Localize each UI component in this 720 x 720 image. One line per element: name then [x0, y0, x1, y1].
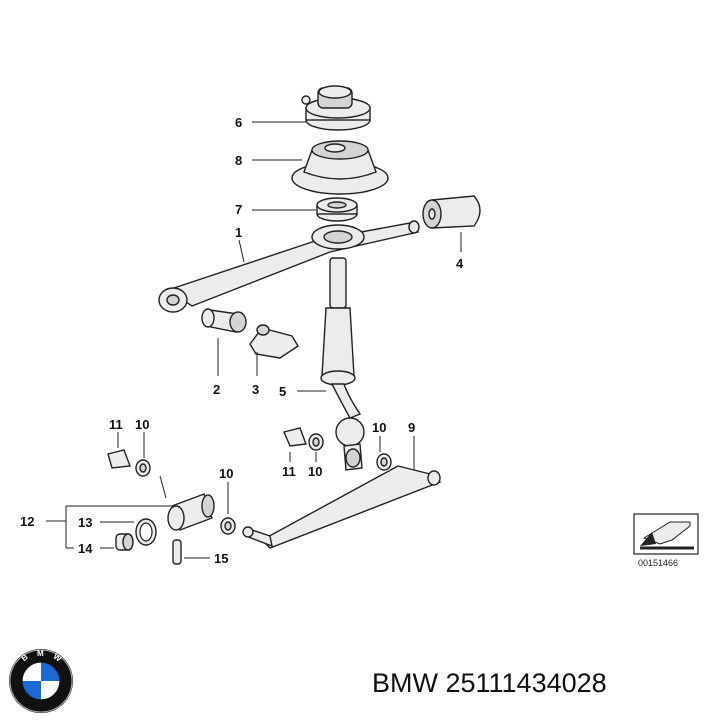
callout-9: 9 [408, 420, 415, 435]
callout-10-rod: 10 [372, 420, 386, 435]
part-10-washer-joint [220, 517, 236, 535]
callout-11-left: 11 [109, 417, 123, 432]
callout-10-left: 10 [135, 417, 149, 432]
bmw-logo: B M W [9, 649, 73, 713]
callout-14: 14 [78, 541, 93, 556]
part-13-ring [135, 518, 157, 546]
callout-10-right: 10 [308, 464, 322, 479]
part-1-lever [158, 220, 420, 313]
callout-12: 12 [20, 514, 34, 529]
reference-box [633, 513, 699, 555]
part-number-caption: BMW 25111434028 [372, 668, 607, 698]
svg-text:W: W [52, 652, 64, 664]
callout-10-joint: 10 [219, 466, 233, 481]
part-3-clip [249, 324, 299, 359]
callout-2: 2 [213, 382, 220, 397]
svg-text:B: B [20, 652, 30, 663]
part-10-washer-left [135, 459, 151, 477]
part-15-pin [172, 539, 182, 565]
part-8-boot [291, 140, 389, 195]
part-6-clamp [301, 85, 371, 131]
part-4-knob [422, 195, 481, 229]
part-14-cap [115, 533, 134, 551]
part-11-clip-right [283, 427, 307, 447]
callout-4: 4 [456, 256, 464, 271]
part-5-rod [320, 257, 365, 471]
part-11-clip-left [107, 449, 131, 469]
callout-6: 6 [235, 115, 242, 130]
part-10-washer-right [308, 433, 324, 451]
part-7-bushing [316, 197, 358, 222]
callout-13: 13 [78, 515, 92, 530]
part-9-selector-rod [242, 465, 442, 549]
callout-15: 15 [214, 551, 228, 566]
callout-8: 8 [235, 153, 242, 168]
callout-3: 3 [252, 382, 259, 397]
part-10-washer-rod [376, 453, 392, 471]
svg-text:M: M [37, 649, 44, 658]
part-2-bushing [201, 308, 247, 333]
diagram-reference-number: 00151466 [638, 558, 678, 568]
callout-1: 1 [235, 225, 242, 240]
callout-5: 5 [279, 384, 286, 399]
part-12-joint [167, 493, 215, 531]
leader-lines [46, 121, 462, 559]
callout-7: 7 [235, 202, 242, 217]
callout-11-right: 11 [282, 464, 296, 479]
